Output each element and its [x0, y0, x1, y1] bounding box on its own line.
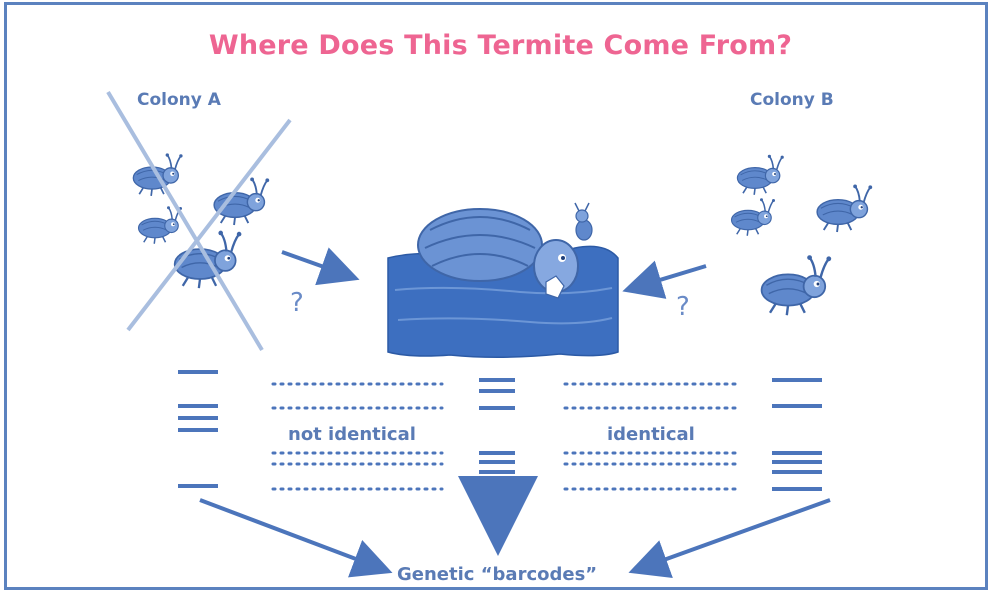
- termite-icon: [139, 206, 183, 244]
- cross-out-icon: [108, 92, 290, 350]
- termite-icon: [762, 255, 832, 315]
- termite-icon: [732, 198, 776, 236]
- barcode-icon: [772, 378, 822, 491]
- arrow-icon: [282, 252, 352, 277]
- barcode-icon: [178, 370, 218, 488]
- arrow-icon: [636, 500, 830, 570]
- termite-icon: [817, 184, 872, 232]
- arrow-icon: [630, 266, 706, 289]
- colony-b-termites: [732, 155, 873, 315]
- central-termite-illustration: [388, 203, 618, 357]
- barcode-icon: [479, 378, 515, 491]
- termite-icon: [737, 155, 783, 195]
- arrow-icon: [200, 500, 385, 570]
